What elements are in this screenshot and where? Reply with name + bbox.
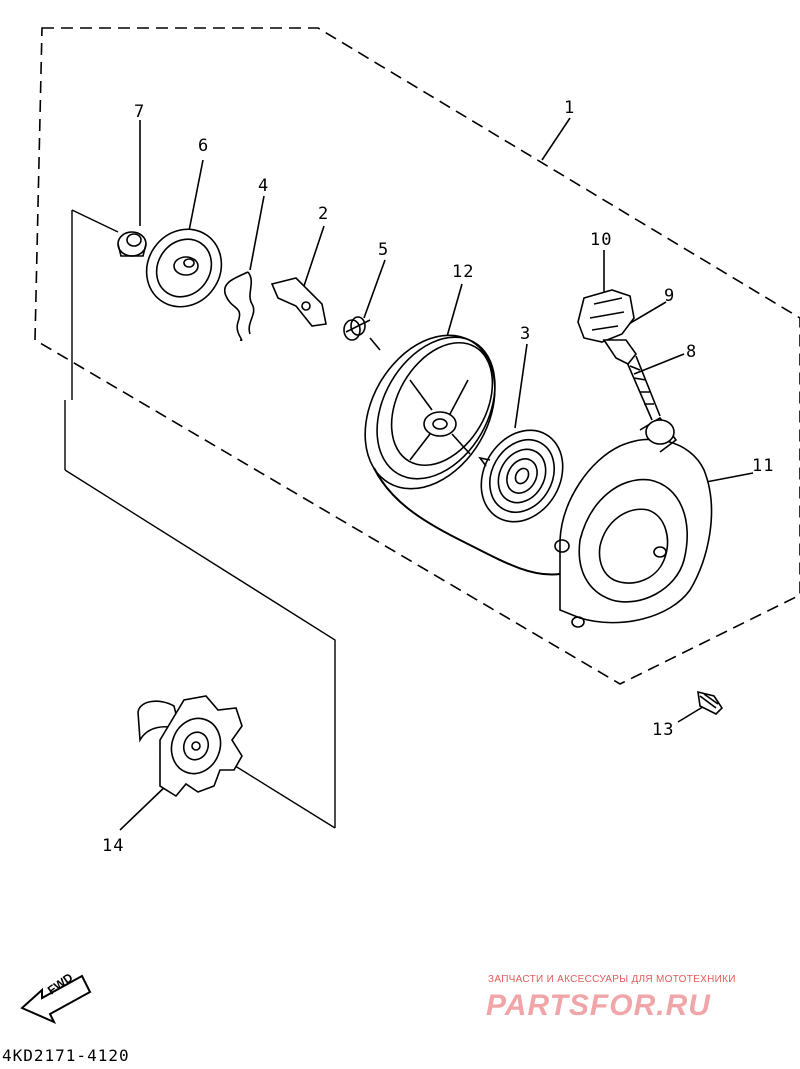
leader-1 — [541, 117, 571, 161]
assembly-group-boundary — [34, 27, 800, 685]
rope-guide-8 — [625, 355, 661, 421]
callout-9: 9 — [664, 286, 676, 306]
callout-6: 6 — [198, 136, 210, 156]
callout-14: 14 — [102, 836, 125, 856]
callout-5: 5 — [378, 240, 390, 260]
bolt-13 — [697, 690, 724, 715]
leader-11 — [705, 472, 754, 483]
callout-2: 2 — [318, 204, 330, 224]
sheave-drum-12 — [364, 334, 496, 490]
leader-14 — [119, 781, 171, 831]
callout-10: 10 — [590, 230, 613, 250]
leader-12 — [445, 283, 463, 341]
leader-6 — [187, 159, 204, 237]
fwd-arrow-icon — [20, 974, 92, 1025]
watermark-logo: PARTSFOR.RU — [486, 989, 711, 1022]
leader-2 — [303, 225, 325, 287]
callout-12: 12 — [452, 262, 475, 282]
callout-4: 4 — [258, 176, 270, 196]
leader-3 — [514, 343, 528, 429]
starter-rope — [373, 467, 561, 576]
leader-5 — [363, 259, 386, 319]
pawl-2 — [270, 277, 327, 327]
callout-7: 7 — [134, 102, 146, 122]
callout-13: 13 — [652, 720, 675, 740]
recoil-spring-3 — [478, 429, 564, 523]
diagram-part-code: 4KD2171-4120 — [2, 1046, 130, 1065]
handle-grip-9 — [602, 339, 638, 366]
starter-pulley-14 — [137, 695, 243, 798]
starter-handle-10 — [577, 289, 635, 343]
callout-1: 1 — [564, 98, 576, 118]
callout-11: 11 — [752, 456, 775, 476]
drive-plate-6 — [145, 228, 223, 308]
spring-5 — [343, 316, 371, 341]
callout-8: 8 — [686, 342, 698, 362]
nut-7 — [117, 231, 147, 257]
leader-4 — [249, 195, 265, 271]
starter-case-11 — [554, 416, 713, 628]
callout-3: 3 — [520, 324, 532, 344]
leader-13 — [677, 704, 707, 723]
spring-wire-4 — [223, 271, 255, 342]
watermark-tagline: ЗАПЧАСТИ И АКСЕССУАРЫ ДЛЯ МОТОТЕХНИКИ — [488, 974, 736, 985]
